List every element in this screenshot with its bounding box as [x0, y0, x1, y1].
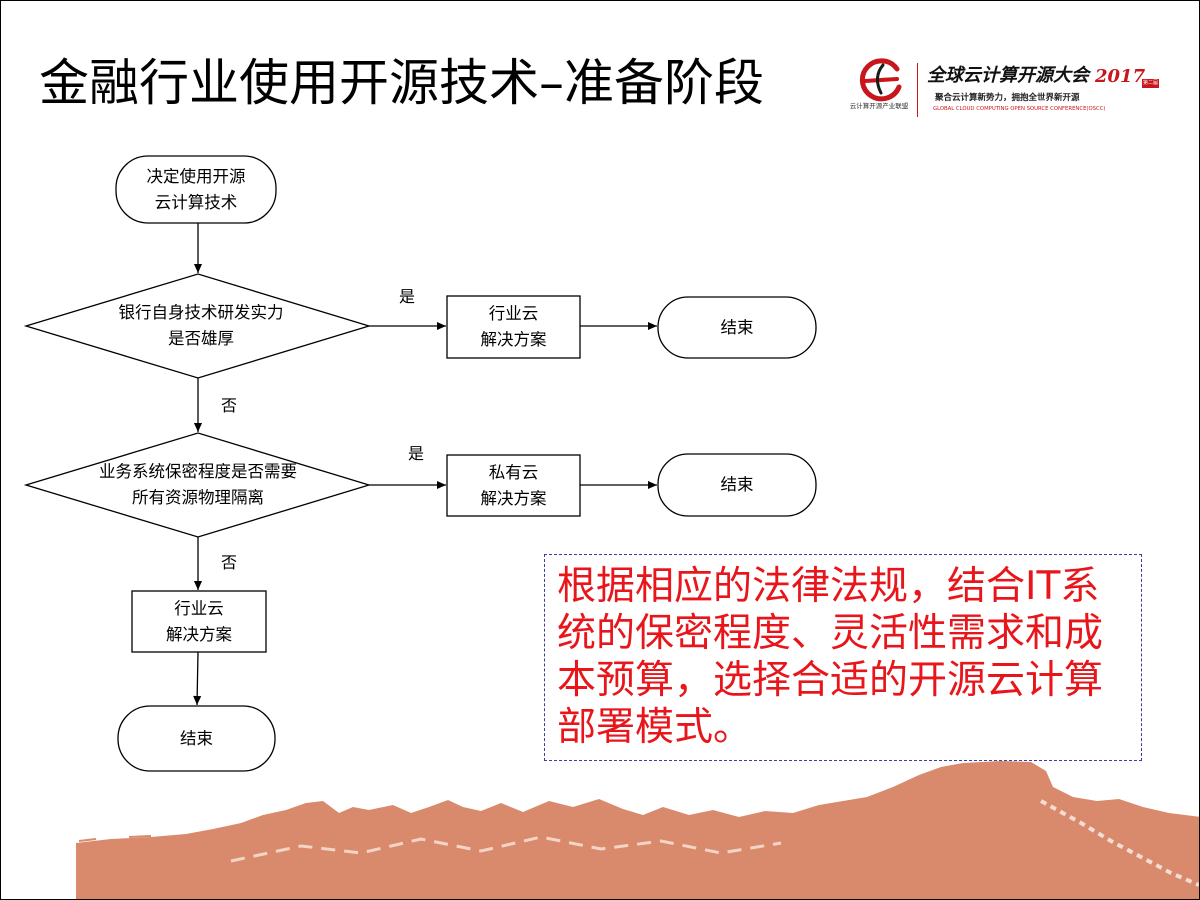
note-line-1: 根据相应的法律法规，结合IT系: [557, 564, 1100, 609]
wall-crenellation: [1040, 799, 1199, 887]
end-3-terminator: [117, 705, 276, 772]
start-terminator: [115, 155, 277, 224]
flowchart: [23, 155, 817, 772]
end-2-terminator: [657, 453, 817, 517]
conference-year: 2017: [1095, 66, 1146, 87]
note-line-4: 部署模式。: [557, 705, 753, 750]
end-2-label: 结束: [720, 475, 754, 494]
conference-english-name: GLOBAL CLOUD COMPUTING OPEN SOURCE CONFE…: [933, 106, 1106, 112]
start-text-line-2: 云计算技术: [154, 192, 238, 212]
result-3-text-line-2: 解决方案: [166, 624, 232, 644]
note-line-2: 统的保密程度、灵活性需求和成: [557, 611, 1104, 656]
note-box: 根据相应的法律法规，结合IT系 统的保密程度、灵活性需求和成 本预算，选择合适的…: [544, 554, 1142, 761]
decision-1-text-line-2: 是否雄厚: [168, 329, 234, 348]
result-1-text-line-1: 行业云: [488, 304, 539, 323]
decision-1-no-label: 否: [220, 396, 238, 415]
brush-strokes: [78, 835, 152, 844]
result-2-box: [446, 454, 581, 517]
result-1-text-line-2: 解决方案: [480, 330, 547, 349]
mountain-highlight: [230, 835, 782, 863]
decision-2-no-label: 否: [220, 553, 238, 572]
end-2-text: 结束: [658, 454, 816, 516]
start-text: 决定使用开源 云计算技术: [116, 156, 276, 223]
end-1-label: 结束: [720, 317, 754, 337]
result-3-text: 行业云 解决方案: [132, 591, 266, 652]
decision-2-text-line-2: 所有资源物理隔离: [132, 488, 264, 507]
great-wall-decoration: [76, 761, 1199, 899]
decision-1-text: 银行自身技术研发实力 是否雄厚: [26, 274, 376, 378]
start-text-line-1: 决定使用开源: [146, 166, 246, 186]
decision-1-text-line-1: 银行自身技术研发实力: [118, 303, 284, 322]
result-2-text: 私有云 解决方案: [447, 455, 580, 516]
result-2-text-line-1: 私有云: [488, 462, 539, 482]
alliance-name: 云计算开源产业联盟: [849, 102, 909, 110]
conference-slogan: 聚合云计算新势力，拥抱全世界新开源: [935, 93, 1080, 103]
note-line-3: 本预算，选择合适的开源云计算: [557, 658, 1104, 703]
decision-2-yes-label: 是: [407, 444, 425, 463]
alliance-logo-icon: [859, 58, 902, 102]
result-1-box: [446, 295, 581, 359]
end-3-label: 结束: [180, 728, 213, 748]
end-3-text: 结束: [118, 706, 275, 771]
result-1-text: 行业云 解决方案: [447, 296, 580, 358]
mountain-silhouette: [76, 761, 1199, 899]
decision-1-yes-label: 是: [398, 287, 416, 306]
decision-2-text-line-1: 业务系统保密程度是否需要: [99, 462, 297, 481]
result-2-text-line-2: 解决方案: [480, 488, 547, 508]
slide-title: 金融行业使用开源技术–准备阶段: [39, 54, 764, 112]
logo-divider: [917, 63, 918, 117]
result-3-box: [131, 590, 267, 653]
arrow-result-3-to-end-3: [193, 651, 202, 706]
decision-2-text: 业务系统保密程度是否需要 所有资源物理隔离: [26, 433, 370, 537]
conference-name: 全球云计算开源大会: [927, 65, 1089, 86]
result-3-text-line-1: 行业云: [174, 598, 224, 618]
end-1-text: 结束: [658, 297, 816, 358]
conference-edition-stamp: 第二届: [1142, 79, 1160, 88]
end-1-terminator: [657, 296, 817, 359]
